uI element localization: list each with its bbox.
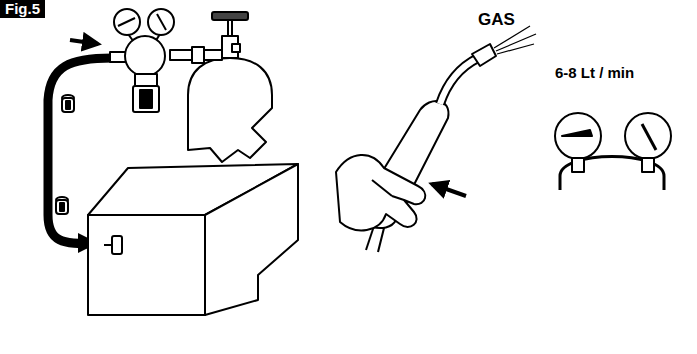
gas-cylinder [188, 12, 272, 162]
hand [336, 155, 425, 230]
hose-clamp [56, 197, 68, 214]
gas-flow-lines [494, 26, 536, 54]
flow-gauges [555, 113, 671, 190]
welding-machine [88, 164, 298, 315]
label: 6-8 Lt / min [555, 64, 634, 81]
arrow [70, 40, 98, 44]
pressure-regulator [110, 9, 222, 112]
label: GAS [478, 10, 515, 30]
figure-label: Fig.5 [0, 0, 45, 18]
hose-clamp [62, 95, 74, 112]
welding-torch [336, 26, 536, 252]
